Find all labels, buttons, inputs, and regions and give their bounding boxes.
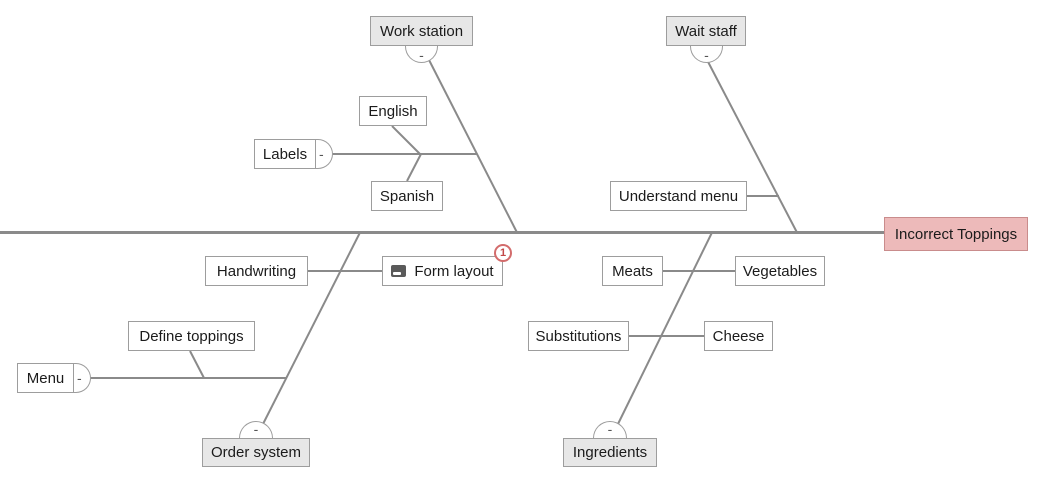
rib-wait-staff [704,55,798,233]
node-effect-incorrect-toppings[interactable]: Incorrect Toppings [884,217,1028,251]
node-menu[interactable]: Menu [17,363,74,393]
node-label: Labels [262,145,308,163]
node-labels[interactable]: Labels [254,139,316,169]
node-spanish[interactable]: Spanish [371,181,443,211]
node-english[interactable]: English [359,96,427,126]
node-label: Handwriting [216,262,297,280]
node-label: Ingredients [572,444,648,461]
node-label: Understand menu [618,187,739,205]
node-label: Spanish [379,187,435,205]
collapse-minus-glyph: - [319,146,324,162]
english-connector [391,125,421,155]
node-vegetables[interactable]: Vegetables [735,256,825,286]
collapse-minus-glyph: - [77,370,82,386]
node-label: Menu [26,369,65,387]
node-label: Vegetables [742,262,818,280]
node-cheese[interactable]: Cheese [704,321,773,351]
note-icon [391,265,407,277]
node-understand-menu[interactable]: Understand menu [610,181,747,211]
badge-count: 1 [499,247,507,259]
node-label: Wait staff [675,22,737,40]
node-ingredients[interactable]: Ingredients [563,438,657,467]
node-work-station[interactable]: Work station [370,16,473,46]
node-label: English [368,102,418,120]
collapse-minus-glyph: - [253,421,259,437]
collapse-minus-glyph: - [419,47,424,63]
node-substitutions[interactable]: Substitutions [528,321,629,351]
node-label: Order system [210,444,301,461]
node-label: Cheese [712,327,765,345]
node-label: Substitutions [535,327,622,345]
spanish-connector [406,153,422,182]
node-label: Meats [612,262,653,280]
node-define-toppings[interactable]: Define toppings [128,321,255,351]
node-meats[interactable]: Meats [602,256,663,286]
rib-work-station [426,55,518,233]
rib-ingredients [616,232,713,427]
node-label: Form layout [414,262,494,280]
collapse-minus-glyph: - [607,421,613,437]
node-handwriting[interactable]: Handwriting [205,256,308,286]
define-toppings-connector [189,350,205,379]
node-form-layout[interactable]: Form layout [382,256,503,286]
rib-order-system [261,232,361,427]
node-wait-staff[interactable]: Wait staff [666,16,746,46]
node-label: Work station [379,22,464,40]
node-label: Define toppings [139,327,244,345]
node-order-system[interactable]: Order system [202,438,310,467]
effect-label: Incorrect Toppings [894,225,1018,243]
note-count-badge[interactable]: 1 [494,244,512,262]
collapse-minus-glyph: - [704,47,709,63]
